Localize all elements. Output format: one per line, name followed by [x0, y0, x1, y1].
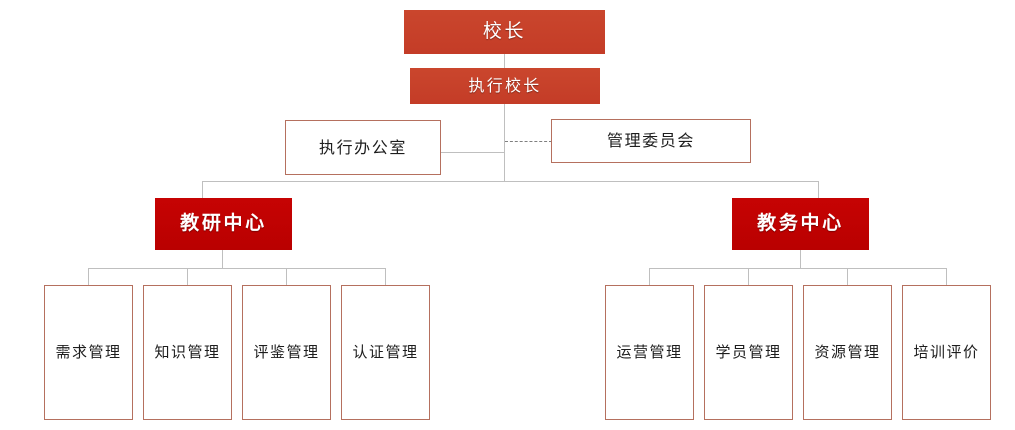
node-management-committee[interactable]: 管理委员会 — [551, 119, 751, 163]
connector-drop-right-1 — [649, 268, 651, 285]
connector-drop-right-3 — [847, 268, 849, 285]
connector-drop-left-4 — [385, 268, 387, 285]
connector-principal-to-executive — [504, 54, 506, 68]
connector-drop-teaching-research — [202, 181, 204, 199]
connector-drop-left-2 — [187, 268, 189, 285]
connector-executive-office-tie — [441, 152, 505, 154]
connector-management-committee-dashed — [505, 141, 552, 142]
node-right-leaf-2[interactable]: 学员管理 — [704, 285, 793, 420]
node-left-leaf-4[interactable]: 认证管理 — [341, 285, 430, 420]
connector-drop-right-4 — [946, 268, 948, 285]
node-left-leaf-3[interactable]: 评鉴管理 — [242, 285, 331, 420]
node-executive-principal[interactable]: 执行校长 — [410, 68, 600, 104]
node-right-leaf-1[interactable]: 运营管理 — [605, 285, 694, 420]
node-right-leaf-4[interactable]: 培训评价 — [902, 285, 991, 420]
node-teaching-research-center[interactable]: 教研中心 — [155, 198, 292, 250]
connector-right-leaf-bar — [649, 268, 947, 270]
connector-drop-left-3 — [286, 268, 288, 285]
connector-left-leaf-bar — [88, 268, 386, 270]
connector-drop-right-2 — [748, 268, 750, 285]
connector-teaching-research-stem — [222, 250, 224, 268]
connector-drop-left-1 — [88, 268, 90, 285]
connector-drop-academic-affairs — [818, 181, 820, 199]
connector-centers-bar — [202, 181, 819, 183]
node-academic-affairs-center[interactable]: 教务中心 — [732, 198, 869, 250]
node-left-leaf-2[interactable]: 知识管理 — [143, 285, 232, 420]
connector-academic-affairs-stem — [800, 250, 802, 268]
connector-executive-trunk — [504, 104, 506, 182]
node-principal[interactable]: 校长 — [404, 10, 605, 54]
node-executive-office[interactable]: 执行办公室 — [285, 120, 441, 175]
node-left-leaf-1[interactable]: 需求管理 — [44, 285, 133, 420]
node-right-leaf-3[interactable]: 资源管理 — [803, 285, 892, 420]
